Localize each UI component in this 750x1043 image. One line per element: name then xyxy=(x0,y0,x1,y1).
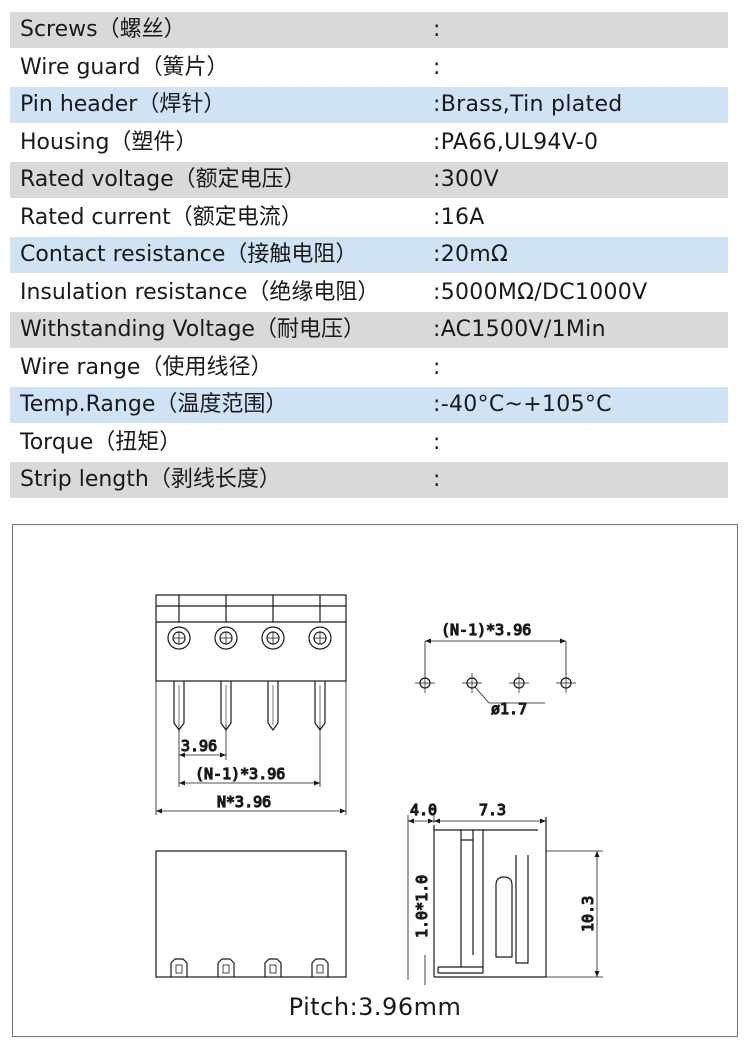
row-band xyxy=(10,12,728,48)
row-band xyxy=(10,87,728,123)
spec-row: Withstanding Voltage（耐电压） :AC1500V/1Min xyxy=(10,311,728,349)
pitch-caption: Pitch:3.96mm xyxy=(288,993,462,1021)
spec-value: :16A xyxy=(433,204,485,230)
spec-label: Strip length（剥线长度） xyxy=(20,467,281,492)
hole-crosshair xyxy=(556,673,576,693)
contact-slot xyxy=(170,958,188,977)
technical-drawing: 3.96 (N-1)*3.96 N*3.96 (N-1)*3.96 ø1.7 xyxy=(155,594,603,985)
row-band xyxy=(10,162,728,198)
row-band xyxy=(10,237,728,273)
spec-value: :5000MΩ/DC1000V xyxy=(433,279,648,305)
spec-value: :300V xyxy=(433,167,499,192)
spec-value: : xyxy=(433,17,441,42)
hole-crosshair xyxy=(462,673,482,693)
dim-total-label: N*3.96 xyxy=(217,793,271,811)
spec-value: :20mΩ xyxy=(433,242,509,267)
row-band xyxy=(10,462,728,498)
screw-head xyxy=(261,626,285,650)
contact-slot xyxy=(311,958,329,977)
contact-slot xyxy=(217,958,235,977)
spec-label: Rated voltage（额定电压） xyxy=(20,167,306,192)
pin xyxy=(267,681,279,732)
row-band xyxy=(10,312,728,348)
screw-cross xyxy=(267,632,279,644)
spec-label: Torque（扭矩） xyxy=(20,429,182,455)
contact-slot xyxy=(264,958,282,977)
spec-row: Strip length（剥线长度）: xyxy=(10,461,728,499)
spec-row: Insulation resistance（绝缘电阻） :5000MΩ/DC100… xyxy=(10,274,728,312)
dim-height-label: 10.3 xyxy=(579,896,597,932)
bottom-view xyxy=(155,850,347,978)
spec-row: Torque（扭矩）: xyxy=(10,424,728,462)
hole-crosshair xyxy=(415,673,435,693)
spec-label: Housing（塑件） xyxy=(20,129,198,155)
dim-span-label: (N-1)*3.96 xyxy=(195,765,285,783)
spec-value: : xyxy=(433,467,441,492)
spec-row: Pin header（焊针） :Brass,Tin plated xyxy=(10,86,728,124)
contact-pin-end xyxy=(175,964,183,974)
contact-pin-end xyxy=(316,964,324,974)
contact-pin-end xyxy=(222,964,230,974)
front-view: 3.96 (N-1)*3.96 N*3.96 xyxy=(155,594,347,815)
spec-label: Temp.Range（温度范围） xyxy=(20,392,288,417)
screw-head xyxy=(167,626,191,650)
dim-pitch-label: 3.96 xyxy=(181,737,217,755)
spec-row: Screws（螺丝）: xyxy=(10,11,728,49)
spec-label: Screws（螺丝） xyxy=(20,17,186,42)
dim-side-b-label: 7.3 xyxy=(479,801,506,819)
spec-row: Temp.Range（温度范围） :-40°C~+105°C xyxy=(10,386,728,424)
spec-label: Insulation resistance（绝缘电阻） xyxy=(20,279,380,305)
screw-head xyxy=(214,626,238,650)
spec-label: Rated current（额定电流） xyxy=(20,204,303,230)
pins xyxy=(173,681,326,732)
side-housing xyxy=(433,817,547,978)
spec-label: Contact resistance（接触电阻） xyxy=(20,242,358,267)
spec-value: : xyxy=(433,429,441,455)
dim-hole-dia-label: ø1.7 xyxy=(491,700,527,718)
spec-row: Rated current（额定电流） :16A xyxy=(10,199,728,237)
housing-outline xyxy=(155,594,347,682)
spec-label: Pin header（焊针） xyxy=(20,92,226,117)
spec-row: Wire range（使用线径）: xyxy=(10,349,728,387)
dim-side-a-label: 4.0 xyxy=(410,801,437,819)
dim-hole-span-label: (N-1)*3.96 xyxy=(441,621,531,639)
spec-row: Contact resistance（接触电阻） :20mΩ xyxy=(10,236,728,274)
spec-value: : xyxy=(433,354,441,380)
spec-label: Wire range（使用线径） xyxy=(20,354,273,380)
spec-label: Wire guard（簧片） xyxy=(20,54,229,80)
pcb-hole-layout: (N-1)*3.96 ø1.7 xyxy=(415,620,576,719)
screw-cross xyxy=(314,632,326,644)
spec-value: :-40°C~+105°C xyxy=(433,392,612,417)
screw-cross xyxy=(220,632,232,644)
screw-heads xyxy=(167,626,332,650)
hole-crosshair xyxy=(509,673,529,693)
dim-pin-size-label: 1.0*1.0 xyxy=(413,875,431,938)
spec-table: Screws（螺丝）:Wire guard（簧片）:Pin header（焊针）… xyxy=(10,11,728,499)
bottom-slots xyxy=(170,958,329,977)
spec-value: : xyxy=(433,54,441,80)
spec-row: Housing（塑件） :PA66,UL94V-0 xyxy=(10,124,728,162)
row-band xyxy=(10,387,728,423)
screw-head xyxy=(308,626,332,650)
spec-row: Wire guard（簧片）: xyxy=(10,49,728,87)
screw-cross xyxy=(173,632,185,644)
spec-value: :AC1500V/1Min xyxy=(433,317,606,342)
side-view: 4.0 7.3 10.3 1.0*1.0 xyxy=(407,800,603,985)
contact-pin-end xyxy=(269,964,277,974)
spec-value: :Brass,Tin plated xyxy=(433,92,623,117)
spec-row: Rated voltage（额定电压） :300V xyxy=(10,161,728,199)
spec-value: :PA66,UL94V-0 xyxy=(433,129,599,155)
technical-drawing-panel: 3.96 (N-1)*3.96 N*3.96 (N-1)*3.96 ø1.7 xyxy=(12,524,738,1037)
pcb-holes xyxy=(415,673,576,693)
spec-label: Withstanding Voltage（耐电压） xyxy=(20,317,365,342)
housing-bottom-outline xyxy=(155,850,347,978)
